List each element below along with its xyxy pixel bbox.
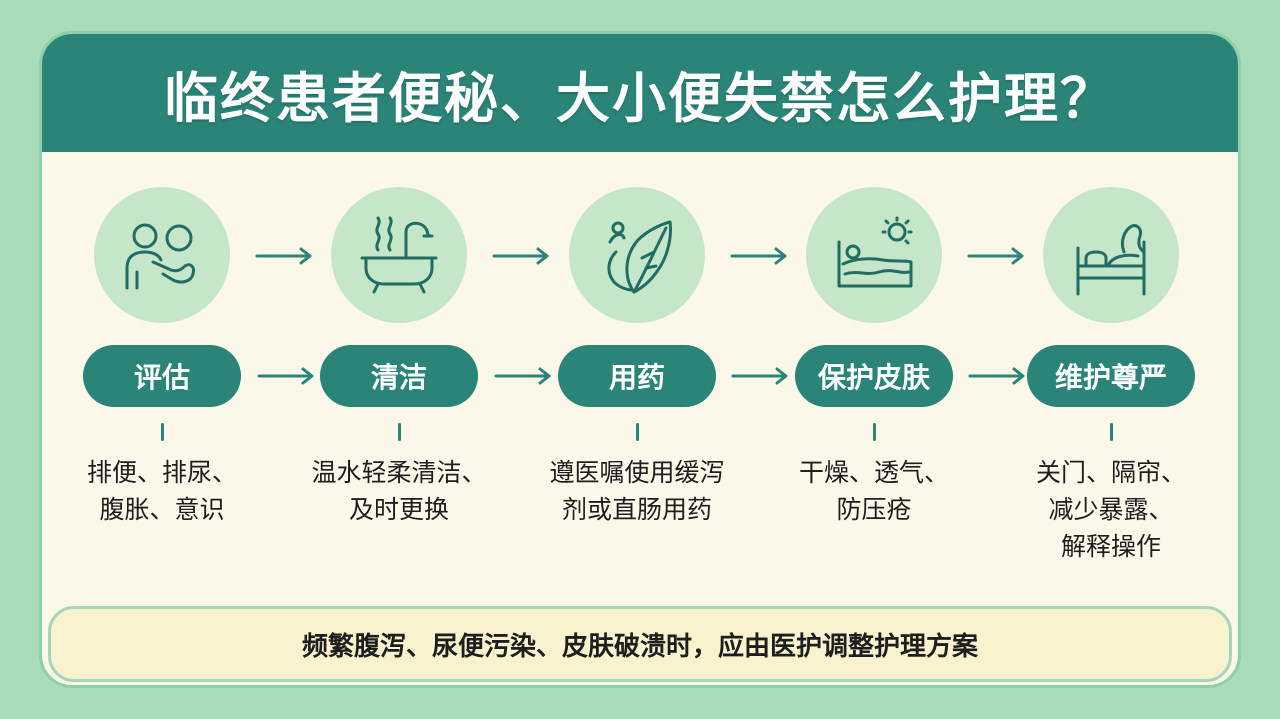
footer-note: 频繁腹泻、尿便污染、皮肤破溃时，应由医护调整护理方案 [301, 631, 978, 662]
step-description: 干燥、透气、 防压疮 [798, 458, 949, 524]
arrow-right-icon [731, 367, 788, 385]
connector-tick [398, 423, 401, 441]
connector-tick [873, 423, 876, 441]
connector-tick [636, 423, 639, 441]
step-label: 用药 [558, 345, 716, 407]
infographic-card: 临终患者便秘、大小便失禁怎么护理？ 评估 排便、排尿、 腹胀、意识 [42, 34, 1238, 685]
arrow-right-icon [730, 247, 787, 265]
arrow-right-icon [967, 247, 1024, 265]
leaf-medicine-icon [569, 187, 705, 323]
header-banner: 临终患者便秘、大小便失禁怎么护理？ [42, 34, 1238, 152]
bathtub-icon [331, 187, 467, 323]
arrow-right-icon [492, 247, 549, 265]
step-description: 排便、排尿、 腹胀、意识 [86, 458, 237, 524]
step-description: 遵医嘱使用缓泻 剂或直肠用药 [549, 458, 725, 524]
arrow-right-icon [257, 367, 314, 385]
caregiver-assess-icon [94, 187, 230, 323]
step-label: 评估 [83, 345, 241, 407]
arrow-right-icon [494, 367, 551, 385]
footer-note-box: 频繁腹泻、尿便污染、皮肤破溃时，应由医护调整护理方案 [48, 606, 1232, 682]
step-label: 保护皮肤 [795, 345, 953, 407]
step-description: 温水轻柔清洁、 及时更换 [311, 458, 487, 524]
patient-bed-sun-icon [806, 187, 942, 323]
step-label: 维护尊严 [1027, 345, 1195, 407]
page-title: 临终患者便秘、大小便失禁怎么护理？ [164, 66, 1116, 130]
bed-privacy-icon [1043, 187, 1179, 323]
arrow-right-icon [968, 367, 1025, 385]
step-description: 关门、隔帘、 减少暴露、 解释操作 [1035, 458, 1186, 561]
step-label: 清洁 [320, 345, 478, 407]
arrow-right-icon [255, 247, 312, 265]
connector-tick [1110, 423, 1113, 441]
connector-tick [161, 423, 164, 441]
